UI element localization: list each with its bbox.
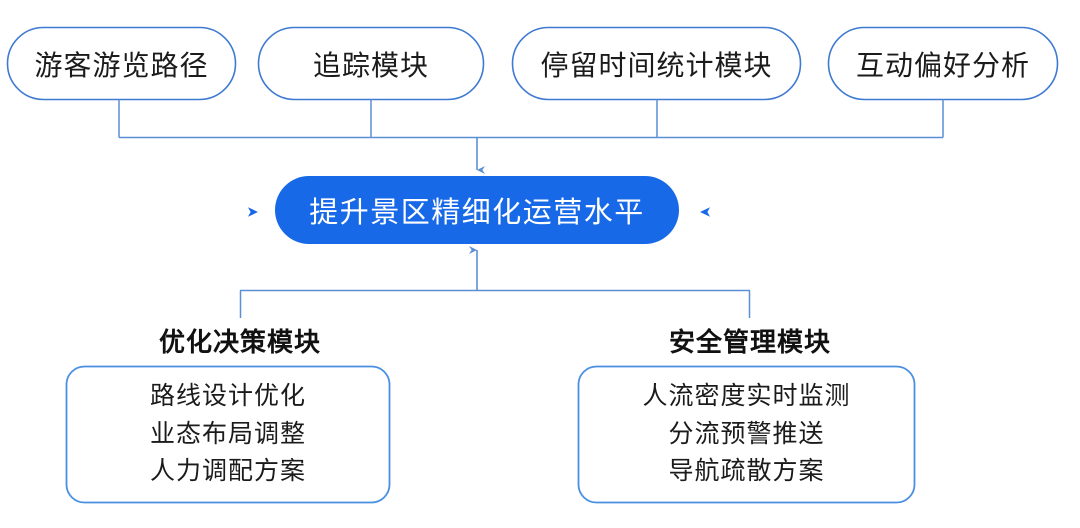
top-node-4-shape[interactable]	[827, 26, 1059, 101]
top-node-3-shape[interactable]	[511, 26, 802, 101]
top-node-2-shape[interactable]	[257, 26, 485, 101]
top-node-1-shape[interactable]	[6, 26, 237, 101]
bottom-panel-right-shape[interactable]	[577, 365, 916, 504]
bottom-panel-left-shape[interactable]	[65, 365, 391, 504]
center-node-shape[interactable]	[275, 176, 679, 244]
